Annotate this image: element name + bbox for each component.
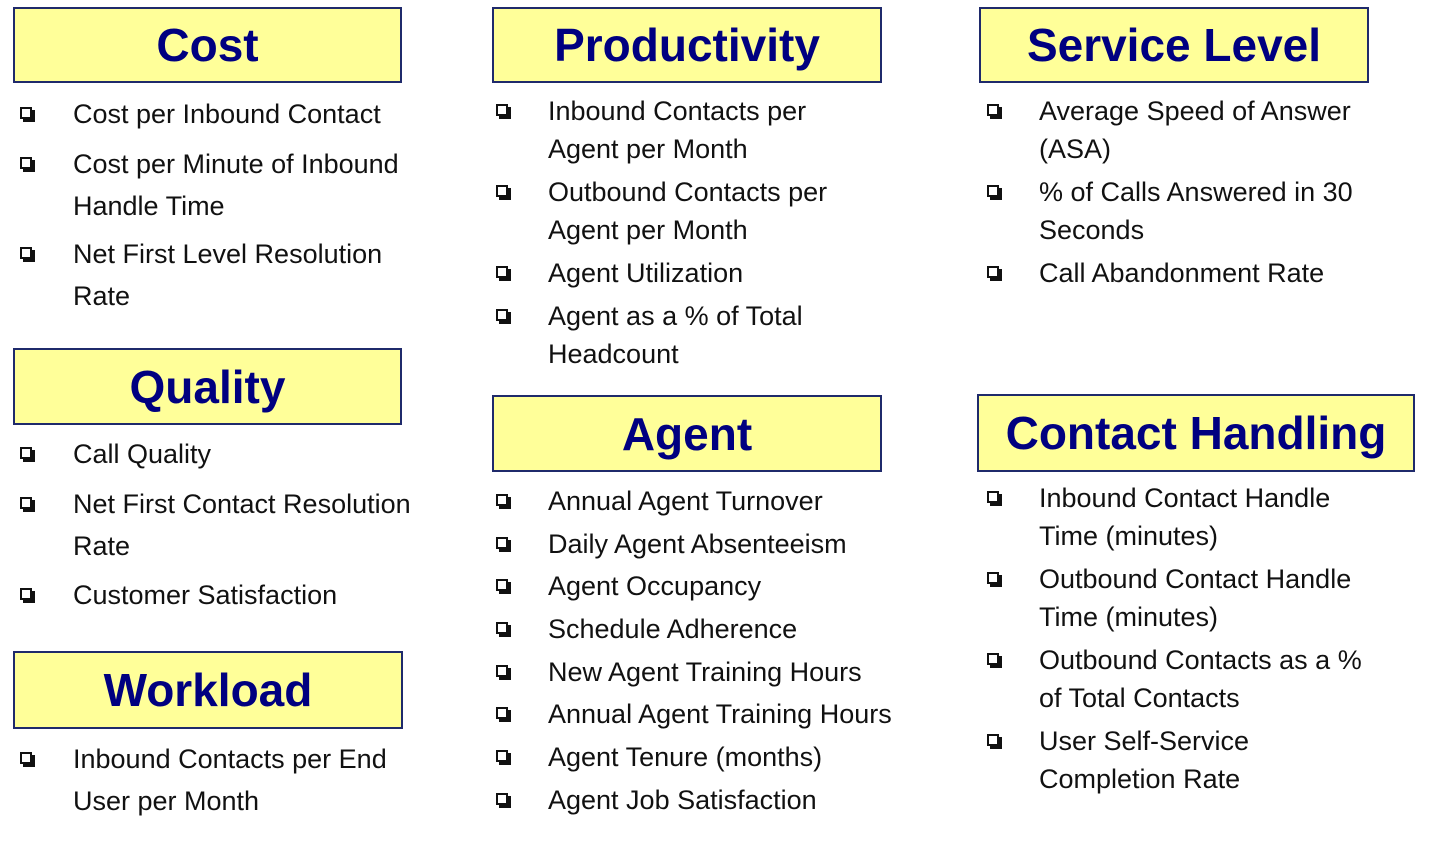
checkbox-bullet-icon: [20, 247, 32, 259]
workload-item-text: Inbound Contacts per End User per Month: [73, 744, 387, 816]
contact-handling-item-text: Inbound Contact Handle Time (minutes): [1039, 483, 1331, 551]
checkbox-bullet-icon: [987, 104, 999, 116]
cost-item-text: Cost per Inbound Contact: [73, 99, 381, 129]
productivity-item-text: Agent as a % of Total Headcount: [548, 301, 803, 369]
productivity-item-text: Outbound Contacts per Agent per Month: [548, 177, 828, 245]
checkbox-bullet-icon: [987, 185, 999, 197]
contact-handling-item-text: User Self-Service Completion Rate: [1039, 726, 1250, 794]
checkbox-bullet-icon: [987, 266, 999, 278]
checkbox-bullet-icon: [496, 537, 508, 549]
checkbox-bullet-icon: [20, 157, 32, 169]
quality-title: Quality: [129, 360, 286, 413]
contact-handling-header: Contact Handling: [977, 394, 1415, 472]
checkbox-bullet-icon: [496, 266, 508, 278]
workload-header: Workload: [13, 651, 403, 729]
checkbox-bullet-icon: [496, 707, 508, 719]
checkbox-bullet-icon: [987, 653, 999, 665]
productivity-title: Productivity: [554, 19, 820, 71]
checkbox-bullet-icon: [496, 665, 508, 677]
checkbox-bullet-icon: [496, 750, 508, 762]
productivity-item-text: Inbound Contacts per Agent per Month: [548, 96, 807, 164]
service-level-item-text: % of Calls Answered in 30 Seconds: [1039, 177, 1353, 245]
checkbox-bullet-icon: [496, 793, 508, 805]
service-level-header: Service Level: [979, 7, 1369, 83]
workload-title: Workload: [103, 664, 313, 716]
agent-item-text: Schedule Adherence: [548, 614, 798, 644]
checkbox-bullet-icon: [496, 579, 508, 591]
checkbox-bullet-icon: [496, 185, 508, 197]
checkbox-bullet-icon: [20, 752, 32, 764]
checkbox-bullet-icon: [20, 497, 32, 509]
agent-title: Agent: [621, 407, 753, 460]
cost-item-text: Cost per Minute of Inbound Handle Time: [73, 149, 399, 221]
checkbox-bullet-icon: [496, 309, 508, 321]
agent-item-text: Daily Agent Absenteeism: [548, 529, 847, 559]
contact-handling-item-text: Outbound Contact Handle Time (minutes): [1039, 564, 1352, 632]
quality-header: Quality: [13, 348, 402, 425]
checkbox-bullet-icon: [496, 494, 508, 506]
checkbox-bullet-icon: [20, 107, 32, 119]
checkbox-bullet-icon: [987, 734, 999, 746]
agent-item-text: Annual Agent Turnover: [548, 486, 823, 516]
productivity-header: Productivity: [492, 7, 882, 83]
checkbox-bullet-icon: [496, 104, 508, 116]
agent-item-text: Annual Agent Training Hours: [548, 699, 892, 729]
service-level-item-text: Average Speed of Answer (ASA): [1039, 96, 1351, 164]
checkbox-bullet-icon: [496, 622, 508, 634]
cost-item-text: Net First Level Resolution Rate: [73, 239, 383, 311]
quality-item-text: Customer Satisfaction: [73, 580, 338, 610]
cost-title: Cost: [156, 19, 259, 71]
checkbox-bullet-icon: [987, 491, 999, 503]
agent-item-text: New Agent Training Hours: [548, 657, 862, 687]
quality-item-text: Net First Contact Resolution Rate: [73, 489, 411, 561]
agent-header: Agent: [492, 395, 882, 472]
service-level-item-text: Call Abandonment Rate: [1039, 258, 1325, 288]
checkbox-bullet-icon: [20, 588, 32, 600]
productivity-item-text: Agent Utilization: [548, 258, 744, 288]
checkbox-bullet-icon: [987, 572, 999, 584]
checkbox-bullet-icon: [20, 447, 32, 459]
quality-item-text: Call Quality: [73, 439, 212, 469]
agent-item-text: Agent Job Satisfaction: [548, 785, 817, 815]
agent-item-text: Agent Occupancy: [548, 571, 762, 601]
service-level-title: Service Level: [1026, 19, 1322, 71]
agent-item-text: Agent Tenure (months): [548, 742, 823, 772]
contact-handling-title: Contact Handling: [1005, 407, 1387, 459]
cost-header: Cost: [13, 7, 402, 83]
contact-handling-item-text: Outbound Contacts as a % of Total Contac…: [1039, 645, 1362, 713]
